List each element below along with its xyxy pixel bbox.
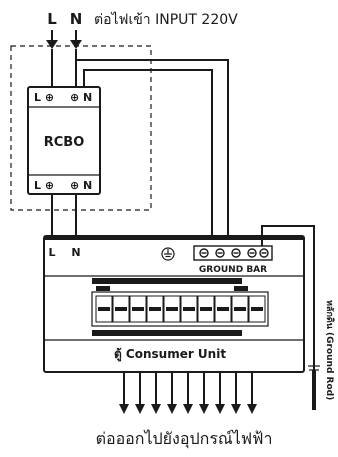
rcbo-output-wires bbox=[51, 69, 213, 246]
breaker bbox=[231, 295, 249, 323]
rcbo-top-terminal-l: L ⊕ bbox=[34, 91, 54, 104]
rcbo-bottom-terminal-l: L ⊕ bbox=[34, 179, 54, 192]
breaker bbox=[95, 295, 113, 323]
ground-rod-label: หลักดิน (Ground Rod) bbox=[324, 300, 335, 400]
input-neutral-label: N bbox=[70, 10, 83, 28]
output-arrow-icon bbox=[119, 372, 129, 414]
rcbo-label: RCBO bbox=[44, 135, 85, 150]
ground-terminal-icon bbox=[231, 248, 241, 258]
earth-icon bbox=[161, 247, 175, 261]
breaker bbox=[248, 295, 266, 323]
consumer-unit-label: ตู้ Consumer Unit bbox=[114, 347, 226, 362]
ground-wire bbox=[261, 225, 315, 370]
breaker bbox=[180, 295, 198, 323]
ground-terminal-icon bbox=[215, 248, 225, 258]
consumer-unit: L N GROUND BAR ตู้ Consumer Unit bbox=[43, 235, 305, 373]
output-arrow-icon bbox=[167, 372, 177, 414]
breaker bbox=[214, 295, 232, 323]
breaker bbox=[146, 295, 164, 323]
ground-terminal-icon bbox=[259, 248, 269, 258]
output-arrow-icon bbox=[215, 372, 225, 414]
output-arrow-icon bbox=[231, 372, 241, 414]
ground-terminal-icon bbox=[247, 248, 257, 258]
breaker bbox=[163, 295, 181, 323]
output-arrow-icon bbox=[199, 372, 209, 414]
rcbo-enclosure bbox=[10, 45, 152, 211]
rcbo: L ⊕ ⊕ N RCBO L ⊕ ⊕ N bbox=[27, 86, 101, 195]
output-arrows bbox=[119, 372, 257, 414]
output-caption: ต่อออกไปยังอุปกรณ์ไฟฟ้า bbox=[96, 429, 273, 449]
output-arrow-icon bbox=[151, 372, 161, 414]
output-arrow-icon bbox=[135, 372, 145, 414]
cu-neutral-label: N bbox=[71, 246, 80, 259]
breaker-panel bbox=[91, 278, 269, 336]
breaker bbox=[197, 295, 215, 323]
ground-bar-terminals bbox=[199, 248, 269, 258]
output-arrow-icon bbox=[247, 372, 257, 414]
input-wires bbox=[51, 49, 229, 246]
ground-terminal-icon bbox=[199, 248, 209, 258]
ground-rod bbox=[308, 365, 320, 410]
breakers bbox=[95, 295, 266, 323]
rcbo-top-terminal-n: ⊕ N bbox=[70, 91, 92, 104]
rcbo-bottom-terminal-n: ⊕ N bbox=[70, 179, 92, 192]
input-arrows bbox=[46, 30, 82, 49]
input-line-label: L bbox=[47, 10, 57, 28]
breaker bbox=[129, 295, 147, 323]
ground-bar-label: GROUND BAR bbox=[199, 265, 267, 275]
input-caption: ต่อไฟเข้า INPUT 220V bbox=[94, 11, 238, 28]
cu-line-label: L bbox=[48, 246, 55, 259]
output-arrow-icon bbox=[183, 372, 193, 414]
ground-bar: GROUND BAR bbox=[193, 245, 273, 275]
breaker bbox=[112, 295, 130, 323]
